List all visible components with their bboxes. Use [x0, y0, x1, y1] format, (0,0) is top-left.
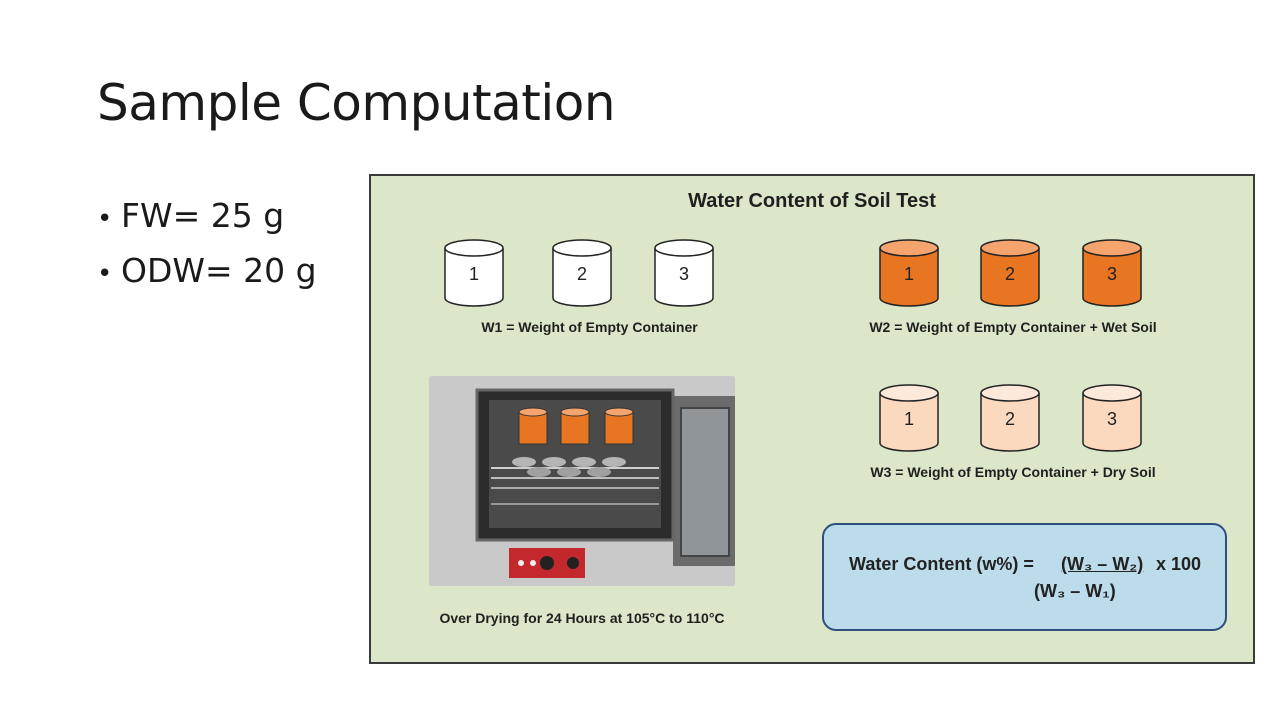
w2-caption: W2 = Weight of Empty Container + Wet Soi…	[869, 319, 1157, 335]
figure-title: Water Content of Soil Test	[688, 190, 936, 212]
container-shape	[654, 239, 714, 307]
container-number: 2	[1004, 264, 1015, 284]
formula-box: Water Content (w%) = (W₃ – W₂) x 100 (W₃…	[822, 523, 1227, 631]
formula-denominator: (W₃ – W₁)	[1034, 581, 1116, 601]
slide-title: Sample Computation	[97, 74, 616, 132]
bullet-dot: •	[97, 204, 113, 234]
container-shape	[879, 384, 939, 452]
dry-container-2: 2	[979, 383, 1041, 453]
w1-caption: W1 = Weight of Empty Container	[481, 319, 698, 335]
wet-container-2: 2	[979, 238, 1041, 308]
empty-container-1: 1	[443, 238, 505, 308]
oven-illustration	[429, 376, 735, 586]
bullet-fw-text: FW= 25 g	[121, 196, 285, 235]
w3-caption: W3 = Weight of Empty Container + Dry Soi…	[870, 464, 1156, 480]
bullet-dot: •	[97, 259, 113, 289]
formula-numerator: (W₃ – W₂)	[1061, 554, 1144, 574]
container-number: 3	[678, 264, 689, 284]
formula-multiplier: x 100	[1156, 554, 1202, 574]
oven-caption: Over Drying for 24 Hours at 105°C to 110…	[439, 610, 725, 626]
dry-container-1: 1	[878, 383, 940, 453]
container-shape	[444, 239, 504, 307]
container-number: 1	[903, 264, 914, 284]
empty-container-2: 2	[551, 238, 613, 308]
oven-photo	[429, 376, 735, 586]
container-number: 1	[903, 409, 914, 429]
container-shape	[980, 239, 1040, 307]
bullet-list: • FW= 25 g • ODW= 20 g	[97, 192, 317, 302]
container-number: 3	[1106, 264, 1117, 284]
formula-lhs: Water Content (w%) =	[849, 554, 1034, 574]
soil-test-figure: Water Content of Soil Test 1 2 3 W1 = We…	[369, 174, 1255, 664]
bullet-fw: • FW= 25 g	[97, 192, 317, 247]
container-number: 2	[1004, 409, 1015, 429]
container-shape	[552, 239, 612, 307]
wet-container-3: 3	[1081, 238, 1143, 308]
bullet-odw-text: ODW= 20 g	[121, 251, 317, 290]
container-shape	[879, 239, 939, 307]
container-number: 2	[576, 264, 587, 284]
container-shape	[980, 384, 1040, 452]
container-number: 1	[468, 264, 479, 284]
container-shape	[1082, 239, 1142, 307]
dry-container-3: 3	[1081, 383, 1143, 453]
empty-container-3: 3	[653, 238, 715, 308]
wet-container-1: 1	[878, 238, 940, 308]
container-shape	[1082, 384, 1142, 452]
bullet-odw: • ODW= 20 g	[97, 247, 317, 302]
container-number: 3	[1106, 409, 1117, 429]
